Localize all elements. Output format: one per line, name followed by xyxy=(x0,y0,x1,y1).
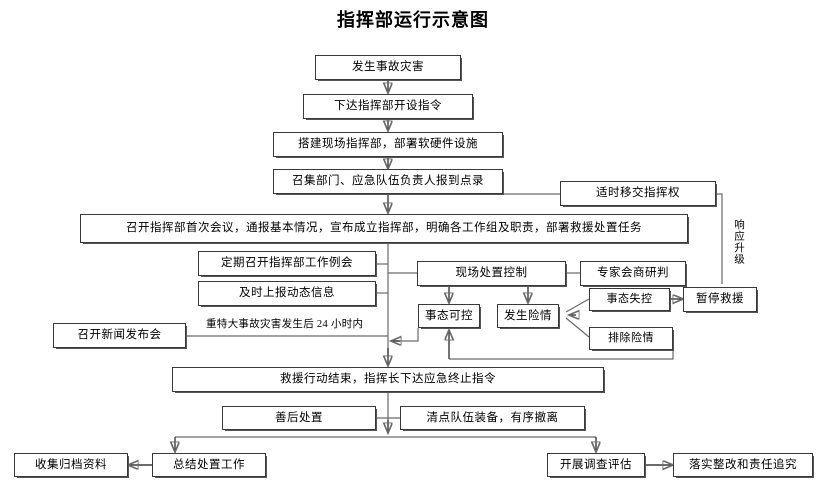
node-expert-panel[interactable]: 专家会商研判 xyxy=(580,261,686,286)
page-title: 指挥部运行示意图 xyxy=(337,10,489,30)
node-first-meeting[interactable]: 召开指挥部首次会议，通报基本情况，宣布成立指挥部，明确各工作组及职责，部署救援处… xyxy=(80,214,688,243)
node-withdraw[interactable]: 清点队伍装备，有序撤离 xyxy=(400,406,585,430)
node-setup[interactable]: 搭建现场指挥部，部署软硬件设施 xyxy=(273,132,503,157)
node-investigate[interactable]: 开展调查评估 xyxy=(547,453,645,477)
node-report-info[interactable]: 及时上报动态信息 xyxy=(198,281,376,306)
node-out-of-control[interactable]: 事态失控 xyxy=(589,288,670,311)
node-rescue-end[interactable]: 救援行动结束，指挥长下达应急终止指令 xyxy=(172,367,604,392)
node-controllable[interactable]: 事态可控 xyxy=(418,304,480,328)
node-archive[interactable]: 收集归档资料 xyxy=(14,453,128,477)
node-hazard-cleared[interactable]: 排除险情 xyxy=(589,327,673,350)
node-accountability[interactable]: 落实整改和责任追究 xyxy=(673,453,813,477)
node-summarize[interactable]: 总结处置工作 xyxy=(152,453,266,477)
node-suspend-rescue[interactable]: 暂停救援 xyxy=(683,287,757,312)
node-aftermath[interactable]: 善后处置 xyxy=(222,406,376,430)
node-scene-control[interactable]: 现场处置控制 xyxy=(417,261,566,286)
node-handover[interactable]: 适时移交指挥权 xyxy=(560,181,716,206)
edge-label-within-24h: 重特大事故灾害发生后 24 小时内 xyxy=(206,316,364,331)
node-muster[interactable]: 召集部门、应急队伍负责人报到点录 xyxy=(273,169,503,194)
node-danger-occurs[interactable]: 发生险情 xyxy=(497,304,559,328)
node-order[interactable]: 下达指挥部开设指令 xyxy=(303,94,473,119)
node-press-conference[interactable]: 召开新闻发布会 xyxy=(53,323,186,348)
node-routine-meeting[interactable]: 定期召开指挥部工作例会 xyxy=(198,251,376,276)
edge-label-escalation: 响应升级 xyxy=(733,219,744,265)
node-incident[interactable]: 发生事故灾害 xyxy=(315,55,461,80)
